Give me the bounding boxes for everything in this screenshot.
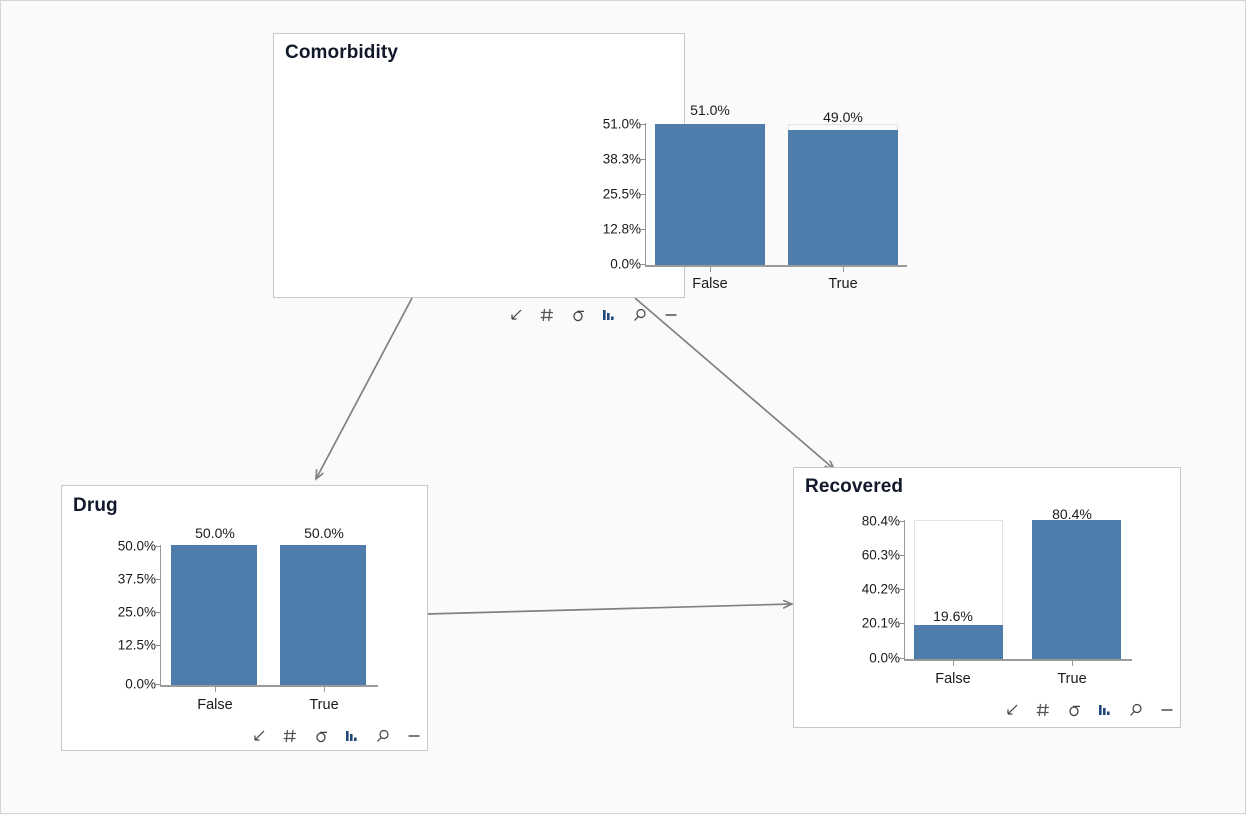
node-title-drug: Drug — [73, 495, 118, 516]
sigma-icon[interactable] — [1065, 701, 1083, 719]
bar-false[interactable] — [914, 625, 1003, 659]
y-tickmark — [640, 194, 646, 195]
y-tickmark — [640, 264, 646, 265]
bar-value-label: 50.0% — [304, 525, 344, 541]
bar-chart-icon[interactable] — [1096, 701, 1114, 719]
node-toolbar-recovered[interactable] — [1003, 701, 1176, 719]
y-tickmark — [155, 684, 161, 685]
y-axis-line — [160, 545, 161, 685]
minimize-icon[interactable] — [405, 727, 423, 745]
x-tickmark — [953, 660, 954, 666]
bar-value-label: 19.6% — [933, 608, 973, 624]
ytick-label: 50.0% — [117, 538, 156, 554]
bar-value-label: 51.0% — [690, 102, 730, 118]
minimize-icon[interactable] — [662, 306, 680, 324]
magnifier-icon[interactable] — [631, 306, 649, 324]
ytick-label: 25.0% — [117, 604, 156, 620]
ytick-label: 51.0% — [602, 116, 641, 132]
x-category-label: False — [692, 276, 728, 292]
minimize-icon[interactable] — [1158, 701, 1176, 719]
y-tickmark — [155, 645, 161, 646]
node-comorbidity[interactable]: Comorbidity 51.0% 38.3% 25.5% 12.8% 0.0%… — [273, 33, 907, 322]
y-tickmark — [640, 229, 646, 230]
collapse-icon[interactable] — [507, 306, 525, 324]
ytick-label: 38.3% — [602, 151, 641, 167]
node-toolbar-drug[interactable] — [250, 727, 423, 745]
y-tickmark — [899, 589, 905, 590]
y-tickmark — [899, 658, 905, 659]
y-tickmark — [899, 521, 905, 522]
bar-value-label: 50.0% — [195, 525, 235, 541]
bar-chart-icon[interactable] — [343, 727, 361, 745]
y-tickmark — [155, 579, 161, 580]
y-tickmark — [899, 623, 905, 624]
bar-value-label: 49.0% — [823, 109, 863, 125]
ytick-label: 0.0% — [869, 650, 900, 666]
node-drug[interactable]: Drug 50.0% 37.5% 25.0% 12.5% 0.0% 50.0% … — [61, 485, 428, 751]
x-tickmark — [324, 686, 325, 692]
bar-true[interactable] — [280, 545, 366, 685]
ytick-label: 37.5% — [117, 571, 156, 587]
y-tickmark — [640, 159, 646, 160]
chart-comorbidity: 51.0% 38.3% 25.5% 12.8% 0.0% 51.0% 49.0% — [274, 34, 907, 299]
x-tickmark — [843, 266, 844, 272]
ytick-label: 12.5% — [117, 637, 156, 653]
ytick-label: 60.3% — [861, 547, 900, 563]
y-tickmark — [155, 546, 161, 547]
edge-drug-to-recovered — [426, 604, 792, 615]
grid-icon[interactable] — [538, 306, 556, 324]
sigma-icon[interactable] — [569, 306, 587, 324]
x-category-label: True — [309, 697, 339, 713]
ytick-label: 80.4% — [861, 513, 900, 529]
node-title-recovered: Recovered — [805, 476, 904, 497]
x-tickmark — [215, 686, 216, 692]
x-category-label: True — [828, 276, 858, 292]
y-tickmark — [155, 612, 161, 613]
chart-drug: 50.0% 37.5% 25.0% 12.5% 0.0% 50.0% 50.0%… — [62, 486, 429, 752]
x-tickmark — [710, 266, 711, 272]
x-tickmark — [1072, 660, 1073, 666]
grid-icon[interactable] — [1034, 701, 1052, 719]
ytick-label: 40.2% — [861, 581, 900, 597]
x-category-label: True — [1057, 671, 1087, 687]
y-tickmark — [640, 124, 646, 125]
ytick-label: 0.0% — [125, 676, 156, 692]
x-axis-line — [160, 685, 378, 687]
x-axis-line — [645, 265, 907, 267]
y-tickmark — [899, 555, 905, 556]
node-recovered[interactable]: Recovered 80.4% 60.3% 40.2% 20.1% 0.0% 1… — [793, 467, 1181, 728]
bar-false[interactable] — [171, 545, 257, 685]
edge-comorbidity-to-drug — [316, 297, 413, 479]
x-category-label: False — [935, 671, 971, 687]
magnifier-icon[interactable] — [374, 727, 392, 745]
bar-false[interactable] — [655, 124, 765, 265]
collapse-icon[interactable] — [1003, 701, 1021, 719]
bar-chart-icon[interactable] — [600, 306, 618, 324]
sigma-icon[interactable] — [312, 727, 330, 745]
ytick-label: 20.1% — [861, 615, 900, 631]
node-toolbar-comorbidity[interactable] — [507, 306, 680, 324]
x-category-label: False — [197, 697, 233, 713]
node-title-comorbidity: Comorbidity — [285, 42, 398, 63]
ytick-label: 12.8% — [602, 221, 641, 237]
magnifier-icon[interactable] — [1127, 701, 1145, 719]
chart-recovered: 80.4% 60.3% 40.2% 20.1% 0.0% 19.6% 80.4%… — [794, 468, 1182, 729]
ytick-label: 0.0% — [610, 256, 641, 272]
collapse-icon[interactable] — [250, 727, 268, 745]
x-axis-line — [904, 659, 1132, 661]
bar-value-label: 80.4% — [1052, 506, 1092, 522]
grid-icon[interactable] — [281, 727, 299, 745]
ytick-label: 25.5% — [602, 186, 641, 202]
bar-true[interactable] — [788, 130, 898, 265]
bar-true[interactable] — [1032, 520, 1121, 659]
